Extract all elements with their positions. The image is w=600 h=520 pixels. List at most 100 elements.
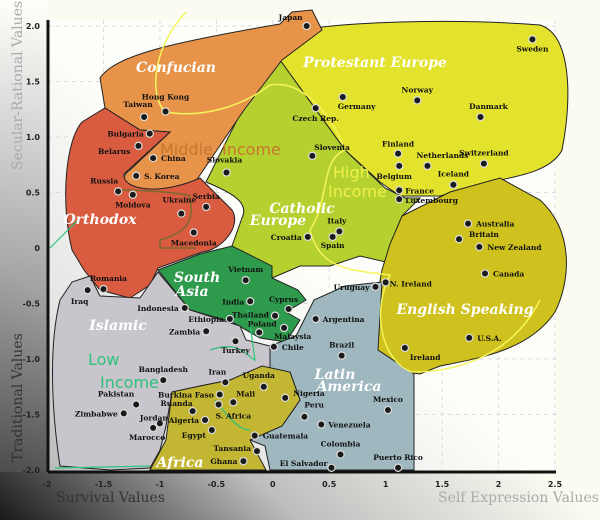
country-point: Switzerland: [459, 149, 509, 168]
country-label: Canada: [493, 270, 524, 279]
point-marker: [83, 285, 92, 295]
point-marker: [239, 456, 248, 466]
country-point: Ruanda: [161, 399, 197, 416]
left-gutter: [0, 0, 48, 472]
country-label: Uruguay: [334, 283, 371, 292]
y-tick-label: -2.0: [23, 466, 41, 475]
country-label: Spain: [321, 241, 345, 250]
point-marker: [476, 112, 485, 122]
country-point: Pakistan: [98, 390, 141, 409]
region-label: Orthodox: [63, 212, 137, 228]
country-label: Japan: [278, 13, 304, 22]
point-marker: [231, 337, 240, 346]
income-label: Income: [222, 140, 281, 159]
country-label: Slovakia: [207, 156, 243, 165]
point-marker: [241, 275, 250, 285]
country-label: Netherlands: [416, 151, 468, 160]
country-label: Belgium: [376, 172, 412, 181]
point-marker: [148, 153, 158, 163]
point-marker: [371, 282, 380, 292]
point-marker: [255, 328, 264, 337]
point-marker: [311, 103, 320, 113]
country-label: Bulgaria: [107, 130, 144, 139]
country-point: Mexico: [373, 395, 403, 415]
country-label: Venezuela: [327, 420, 370, 429]
country-point: S. Korea: [131, 171, 180, 181]
country-label: Russia: [90, 176, 118, 185]
country-label: Luxembourg: [405, 196, 459, 205]
country-point: Jordan: [139, 413, 169, 428]
country-point: Taiwan: [123, 100, 153, 122]
country-point: Czech Rep.: [292, 103, 339, 123]
country-label: Turkey: [221, 346, 250, 355]
point-marker: [395, 161, 404, 171]
point-marker: [395, 194, 404, 204]
country-label: Puerto Rico: [373, 453, 423, 462]
country-point: Venezuela: [317, 420, 371, 429]
country-label: Guatemala: [263, 432, 309, 441]
country-point: Serbia: [193, 192, 220, 212]
x-tick-label: 1.5: [435, 480, 450, 489]
country-point: Colombia: [321, 439, 361, 459]
country-label: Mali: [236, 389, 255, 398]
income-label: Income: [328, 182, 387, 201]
country-label: Iraq: [71, 297, 89, 306]
income-label: High: [333, 163, 370, 182]
country-label: S. Africa: [216, 412, 252, 421]
x-tick-label: 2.5: [548, 480, 563, 489]
point-marker: [400, 343, 410, 353]
region-catholic-europe: [205, 59, 422, 279]
country-label: U.S.A.: [477, 334, 502, 343]
point-marker: [148, 423, 158, 433]
point-marker: [131, 171, 141, 181]
point-marker: [393, 463, 403, 472]
country-point: Bulgaria: [107, 129, 154, 139]
country-point: Marocco: [129, 423, 165, 442]
point-marker: [311, 314, 320, 324]
country-label: Jordan: [139, 413, 169, 422]
country-label: Iceland: [438, 170, 470, 179]
country-point: Puerto Rico: [373, 453, 423, 472]
country-label: Marocco: [129, 433, 165, 442]
country-label: Bangladesh: [139, 365, 189, 374]
point-marker: [180, 303, 189, 313]
country-point: Bangladesh: [139, 365, 189, 385]
point-marker: [259, 382, 268, 391]
y-tick-label: -1.0: [23, 355, 41, 364]
point-marker: [119, 409, 128, 418]
country-label: Ghana: [210, 457, 237, 466]
point-marker: [159, 375, 168, 385]
country-label: India: [222, 297, 244, 306]
country-point: Norway: [402, 85, 434, 105]
region-label: South: [174, 270, 220, 286]
country-point: Sweden: [516, 35, 549, 53]
country-point: Peru: [300, 401, 325, 421]
point-marker: [269, 342, 279, 351]
regions: [52, 9, 569, 471]
high-income-boundary: [155, 11, 541, 373]
point-marker: [336, 450, 345, 459]
point-marker: [215, 390, 224, 399]
country-point: Iceland: [438, 170, 470, 189]
region-orthodox: [65, 107, 236, 299]
country-point: Cyprus: [269, 295, 298, 314]
country-label: Algeria: [168, 416, 199, 425]
point-marker: [188, 406, 197, 416]
low-income-boundary: [49, 219, 256, 469]
region-islamic: [52, 271, 271, 471]
country-label: Mexico: [373, 395, 403, 404]
point-marker: [395, 186, 404, 195]
point-marker: [221, 378, 230, 387]
region-label: Confucian: [136, 60, 216, 76]
country-label: Switzerland: [459, 149, 509, 158]
y-tick-label: -0.5: [23, 300, 41, 309]
country-point: Nigeria: [280, 389, 325, 403]
point-marker: [201, 327, 211, 336]
country-point: Finland: [382, 140, 415, 158]
country-label: N. Ireland: [390, 279, 433, 288]
region-label: Latin: [314, 367, 356, 383]
country-label: Tansania: [214, 444, 252, 453]
